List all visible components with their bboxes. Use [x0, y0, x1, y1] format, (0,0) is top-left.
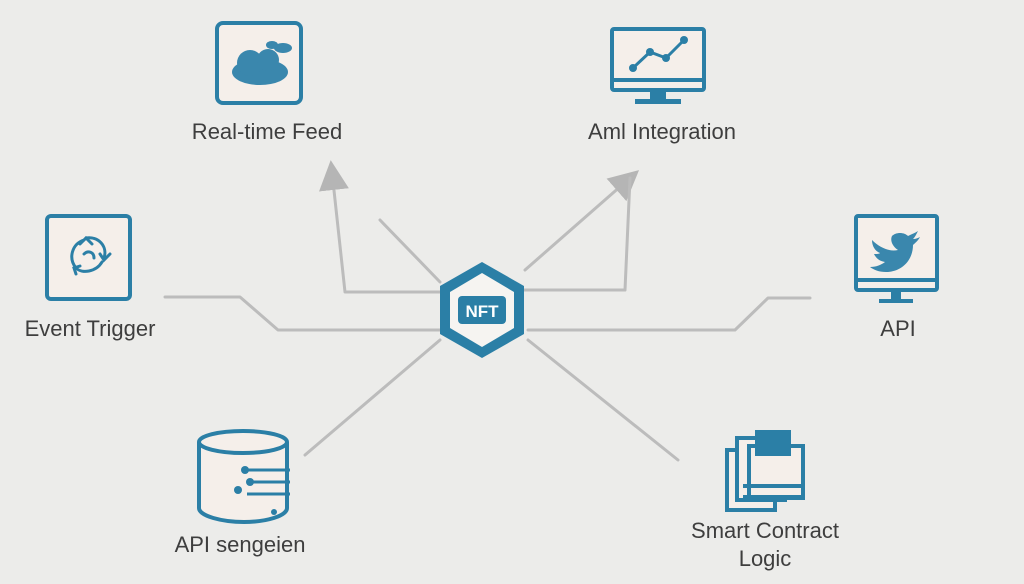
smart-contract-node[interactable] — [725, 430, 805, 512]
smart-contract-label-line1: Smart Contract — [691, 518, 839, 543]
documents-icon — [725, 430, 805, 512]
connector-smart-contract — [526, 338, 680, 462]
connector-aml-integration-elbow — [518, 176, 632, 292]
monitor-chart-icon — [610, 27, 706, 104]
cloud-icon — [232, 41, 292, 85]
nft-hexagon-node[interactable]: NFT — [440, 262, 524, 358]
connector-api-sengeien — [303, 338, 442, 457]
connector-realtime-feed-diagonal — [378, 218, 442, 284]
twitter-monitor-icon — [854, 214, 939, 303]
event-trigger-node[interactable] — [45, 214, 132, 301]
realtime-feed-label: Real-time Feed — [191, 119, 343, 144]
recycle-icon — [70, 235, 112, 276]
api-sengeien-label: API sengeien — [174, 532, 306, 557]
realtime-feed-node[interactable] — [215, 21, 303, 105]
aml-integration-node[interactable] — [610, 27, 706, 104]
event-trigger-icon-frame — [45, 214, 132, 301]
api-twitter-label: API — [880, 316, 916, 341]
connectors — [163, 160, 812, 462]
event-trigger-label: Event Trigger — [24, 316, 156, 341]
aml-integration-label: Aml Integration — [588, 119, 736, 144]
connector-aml-integration — [523, 170, 640, 272]
api-sengeien-node[interactable] — [197, 429, 290, 525]
nft-label: NFT — [465, 302, 499, 321]
connector-realtime-feed — [319, 160, 447, 294]
connector-api-twitter — [526, 296, 812, 332]
smart-contract-label-line2: Logic — [738, 546, 792, 571]
database-icon — [197, 429, 290, 525]
api-twitter-node[interactable] — [854, 214, 939, 303]
connector-event-trigger — [163, 295, 442, 332]
